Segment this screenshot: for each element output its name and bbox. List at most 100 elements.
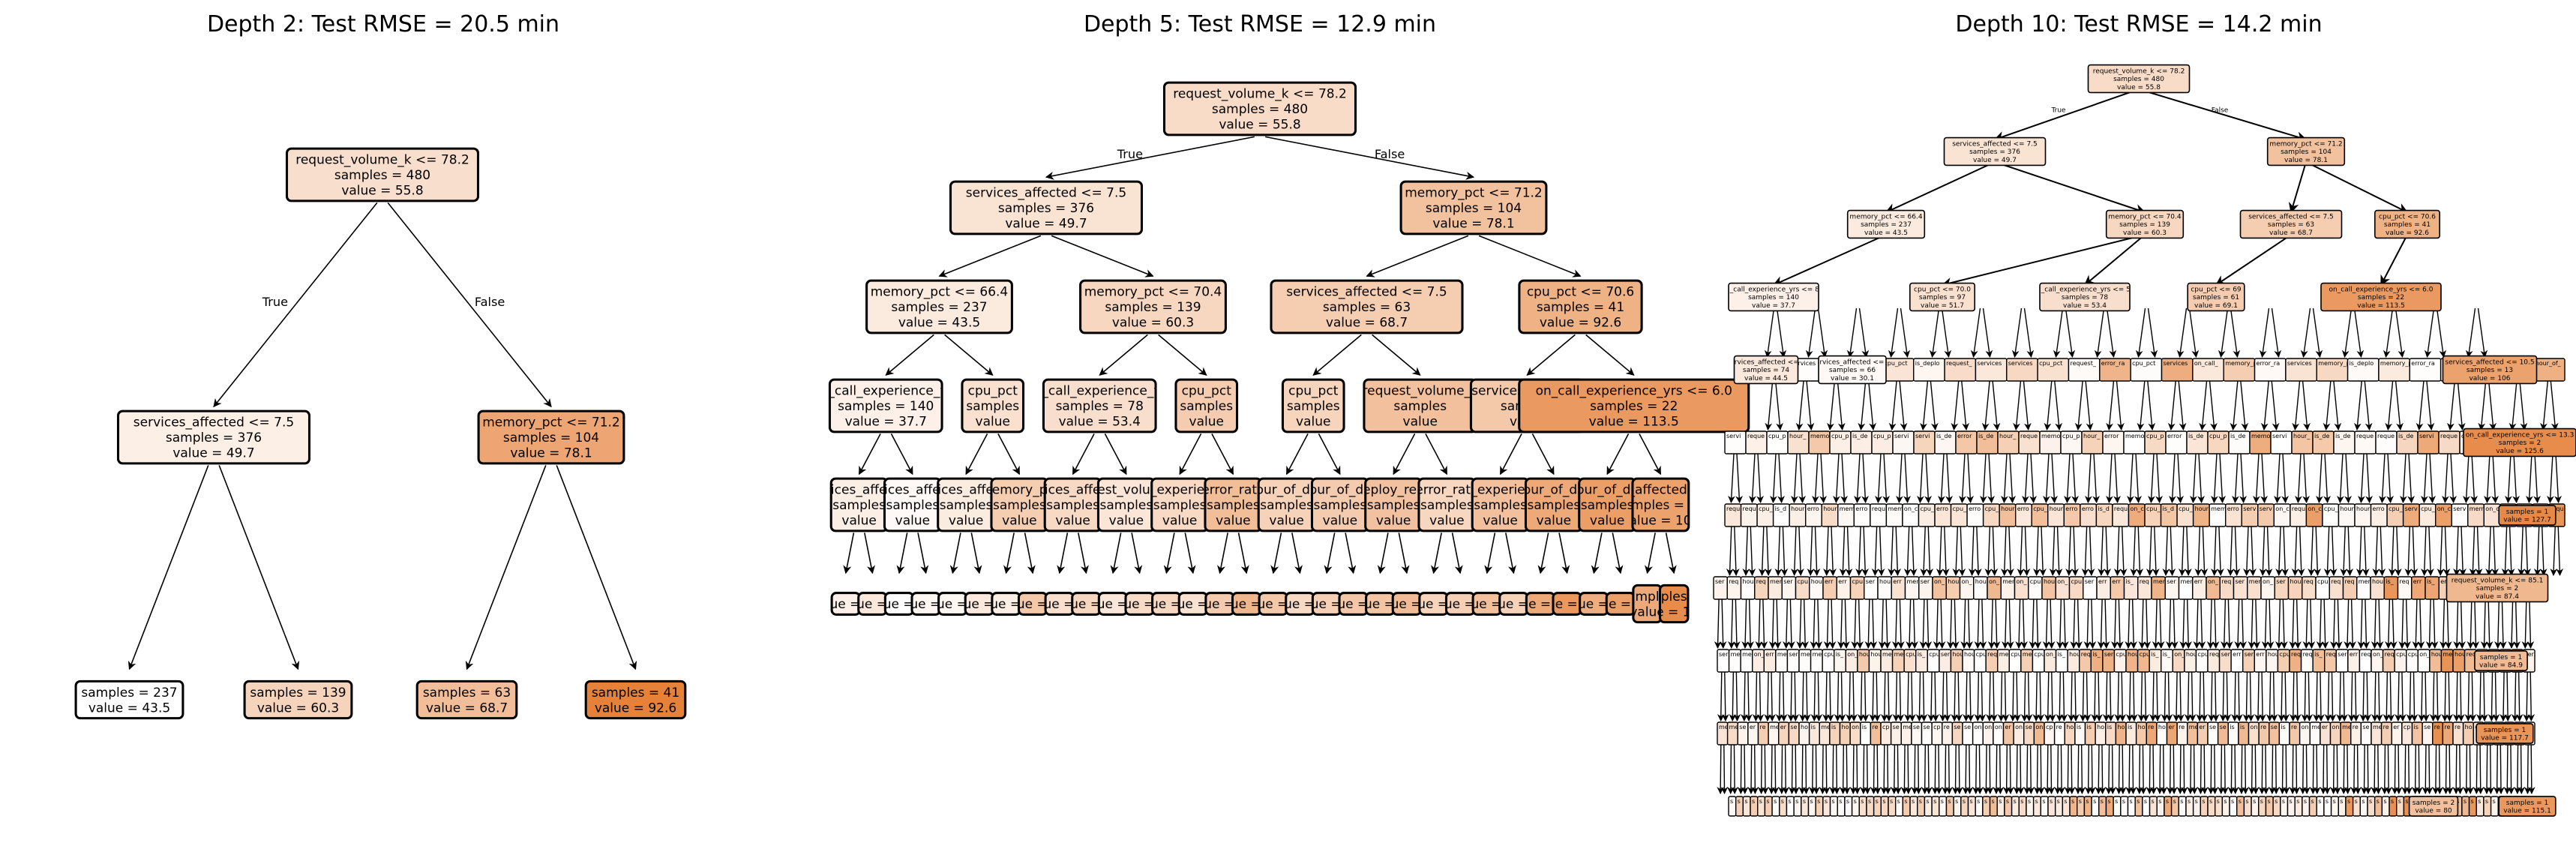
tree-edge: [1955, 744, 1963, 794]
tree-edge: [1900, 308, 1911, 358]
node-text: cpu: [2279, 651, 2290, 658]
tree-edge: [1110, 532, 1122, 574]
tree-edge: [1920, 526, 1928, 576]
tree-edge: [2329, 526, 2338, 576]
tree-edge: [2399, 453, 2407, 503]
node-text: me: [2373, 724, 2383, 730]
tree-edge: [2356, 526, 2364, 576]
tree-edge: [2459, 526, 2467, 576]
tree-edge: [2098, 744, 2107, 794]
node-text: req: [2361, 651, 2371, 658]
node-text: s: [2304, 798, 2307, 805]
node-text: cpu: [1976, 651, 1987, 658]
node-box: [415, 680, 518, 720]
tree-edge: [2113, 526, 2122, 576]
node-text: services_affected <= 7.5: [1286, 285, 1447, 300]
tree-edge: [2191, 744, 2199, 794]
tree-edge: [1499, 434, 1522, 476]
tree-edge: [1345, 532, 1357, 574]
tree-edge: [2119, 744, 2127, 794]
node-text: req: [2209, 651, 2219, 658]
tree-edge: [1720, 744, 1729, 794]
tree-edge: [2083, 598, 2092, 649]
node-text: s: [2383, 798, 2386, 805]
tree-edge: [2340, 526, 2348, 576]
node-text: services: [1791, 360, 1816, 367]
tree-edge: [2221, 744, 2229, 794]
tree-edge: [1877, 526, 1885, 576]
tree-edge: [2083, 234, 2146, 286]
node-text: req: [2385, 651, 2395, 658]
tree-edge: [2315, 453, 2323, 503]
tree-edge: [2212, 598, 2220, 649]
tree-edge: [1861, 453, 1870, 503]
node-text: is_d: [2098, 506, 2109, 512]
node-text: s: [2115, 798, 2118, 805]
tree-edge: [2134, 453, 2143, 503]
node-text: samples: [1153, 498, 1207, 513]
tree-edge: [2477, 308, 2488, 358]
node-text: services_affected <= 7.5: [966, 186, 1126, 201]
node-text: hour_: [2083, 433, 2101, 440]
tree-edge: [2385, 598, 2392, 649]
node-text: req: [2303, 651, 2313, 658]
node-text: value = 88: [1212, 597, 1282, 612]
tree-edge: [2138, 88, 2308, 142]
tree-edge: [2452, 671, 2461, 722]
edge-label-false: False: [475, 295, 505, 309]
tree-edge: [1894, 526, 1902, 576]
tree-edge: [2380, 234, 2408, 286]
node-text: services_affected <= 7.5: [133, 416, 294, 430]
tree-edge: [2029, 453, 2038, 503]
tree-edge: [2011, 308, 2023, 358]
tree-edge: [1099, 334, 1148, 376]
node-text: hou: [2290, 578, 2302, 585]
tree-edge: [2359, 671, 2368, 722]
tree-edge: [2217, 526, 2224, 576]
tree-edge: [2462, 453, 2470, 503]
node-text: s: [1992, 798, 1995, 805]
tree-edge: [1741, 744, 1749, 794]
node-text: erro: [2017, 506, 2029, 512]
tree-edge: [2500, 671, 2508, 722]
node-text: cpu_pct: [2039, 360, 2062, 367]
tree-edge: [1795, 380, 1804, 430]
tree-edge: [1892, 671, 1900, 722]
tree-edge: [2107, 671, 2115, 722]
tree-edge: [2006, 598, 2014, 649]
node-text: value = 55.8: [1219, 118, 1300, 133]
tree-edge: [2020, 671, 2029, 722]
tree-edge: [2407, 453, 2416, 503]
node-text: s: [1912, 798, 1915, 805]
node-box: [2105, 209, 2185, 239]
node-text: me: [1770, 724, 1780, 730]
tree-edge: [2114, 671, 2122, 722]
tree-edge: [938, 235, 1042, 278]
node-text: s: [2035, 798, 2038, 805]
tree-edge: [1945, 744, 1954, 794]
node-text: ser: [2524, 651, 2534, 658]
tree-edge: [2167, 380, 2176, 430]
tree-edge: [2060, 671, 2068, 722]
tree-edge: [2524, 526, 2532, 576]
node-text: servi: [1915, 433, 1930, 440]
node-text: s: [2224, 798, 2227, 805]
node-text: on_: [2419, 651, 2431, 658]
node-text: cpu_p: [2146, 433, 2164, 440]
node-text: is_d: [1775, 506, 1786, 512]
tree-edge: [2362, 598, 2371, 649]
tree-edge: [1751, 744, 1759, 794]
node-text: s: [2144, 798, 2147, 805]
node-text: value = 55.8: [2117, 84, 2161, 92]
node-text: value = 80: [2415, 808, 2452, 815]
node-text: s: [1948, 798, 1951, 805]
tree-edge: [2398, 671, 2407, 722]
tree-edge: [2231, 671, 2239, 722]
tree-edge: [2230, 308, 2241, 358]
tree-edge: [1897, 598, 1905, 649]
node-text: memory_p: [2225, 360, 2257, 367]
